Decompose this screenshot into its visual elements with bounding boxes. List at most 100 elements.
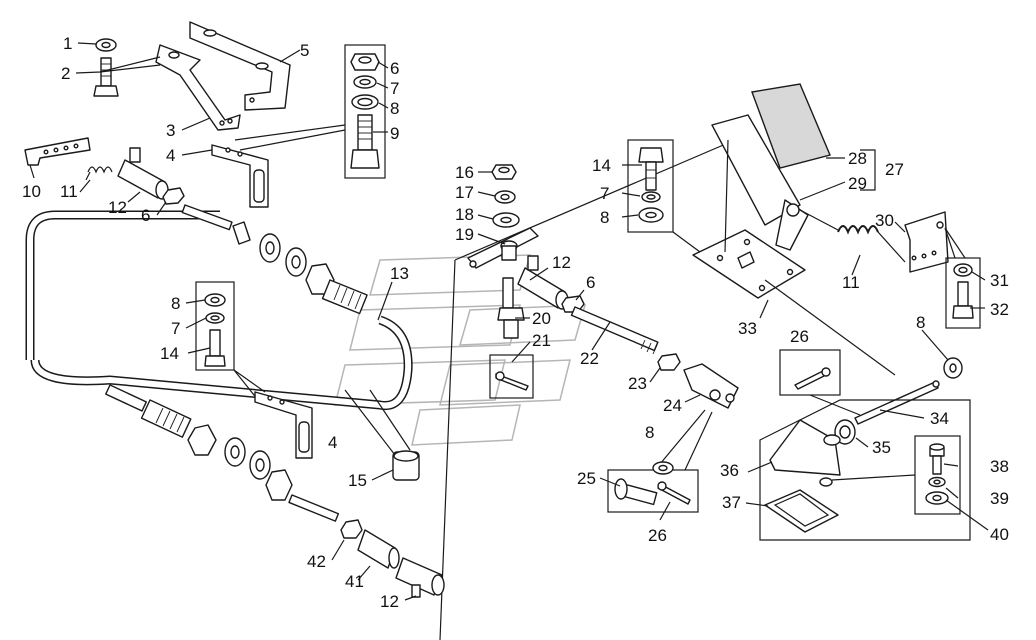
callout-13: 13 — [390, 264, 409, 283]
callout-4-bottom: 4 — [328, 433, 337, 452]
callout-26-lower: 26 — [648, 526, 667, 545]
leader-33-to-rod — [764, 279, 896, 376]
bolt-14-right — [638, 147, 664, 191]
washer-31 — [953, 263, 973, 277]
callout-12-top: 12 — [108, 198, 127, 217]
bushing-35 — [834, 419, 856, 445]
cable-rod-upper — [181, 204, 368, 315]
bolt-2 — [93, 57, 119, 97]
rod-22 — [570, 306, 659, 355]
callout-6-left: 6 — [141, 206, 150, 225]
clamp-12-bottom — [395, 557, 445, 598]
washer-1 — [95, 38, 117, 52]
link-rod-right — [799, 209, 839, 231]
leader-15 — [344, 389, 411, 456]
bolt-14-left — [204, 329, 226, 367]
split-pin-21 — [495, 371, 529, 391]
callout-8-rod: 8 — [916, 313, 925, 332]
bracket-3 — [155, 44, 241, 131]
callout-25: 25 — [577, 469, 596, 488]
nut-6-left — [162, 187, 185, 205]
callout-33: 33 — [738, 319, 757, 338]
callout-7-right: 7 — [600, 184, 609, 203]
leader-box-left-to-bracket-4 — [233, 369, 266, 401]
leader-box-to-bracket-4 — [234, 124, 346, 151]
callout-5: 5 — [300, 41, 309, 60]
housing-panel-box — [759, 399, 971, 541]
callout-17: 17 — [455, 183, 474, 202]
yoke-24 — [683, 363, 739, 409]
callout-26-upper: 26 — [790, 327, 809, 346]
callout-20: 20 — [532, 309, 551, 328]
cable-13-inner — [27, 212, 412, 409]
callout-21: 21 — [532, 331, 551, 350]
washer-7-right — [641, 191, 661, 203]
callout-12-middle: 12 — [552, 253, 571, 272]
cable-rod-lower — [105, 384, 340, 522]
rod-34 — [854, 380, 940, 425]
leader-26-upper — [809, 394, 861, 416]
clamp-12-top — [117, 147, 169, 200]
coupling-41 — [357, 529, 400, 569]
washer-7 — [353, 75, 377, 89]
callout-8-right: 8 — [600, 208, 609, 227]
bracket-4-bottom — [254, 391, 313, 459]
washer-8-rod — [943, 357, 963, 379]
cover-36 — [769, 419, 841, 476]
bracket-27-28-29 — [860, 149, 876, 191]
leader-housing-box — [831, 474, 916, 481]
washer-7-left — [205, 312, 225, 324]
callout-2: 2 — [61, 64, 70, 83]
callout-42: 42 — [307, 552, 326, 571]
callout-27: 27 — [885, 160, 904, 179]
callout-38: 38 — [990, 457, 1009, 476]
leader-30-box — [944, 227, 966, 259]
callout-6-middle: 6 — [586, 273, 595, 292]
callout-31: 31 — [990, 271, 1009, 290]
split-pin-box-21 — [489, 354, 534, 399]
bolt-32 — [952, 281, 974, 319]
callout-11-right: 11 — [842, 273, 860, 292]
callout-7-left: 7 — [171, 319, 180, 338]
callout-15: 15 — [348, 471, 367, 490]
callout-4-top: 4 — [166, 146, 175, 165]
callout-6-box: 6 — [390, 59, 399, 78]
callout-16: 16 — [455, 163, 474, 182]
callout-19: 19 — [455, 225, 474, 244]
pedal-arm-29 — [711, 114, 809, 251]
nut-42 — [340, 519, 363, 539]
callout-3: 3 — [166, 121, 175, 140]
watermark-logo — [334, 254, 587, 446]
callout-14-right: 14 — [592, 156, 611, 175]
callout-24: 24 — [663, 396, 682, 415]
lever-19 — [467, 227, 539, 269]
callout-9: 9 — [390, 124, 399, 143]
pin-20 — [497, 277, 525, 339]
nut-23 — [657, 353, 681, 371]
grommet-15 — [392, 450, 420, 481]
washer-40 — [925, 491, 949, 505]
spring-11-left — [85, 166, 113, 181]
callout-35: 35 — [872, 438, 891, 457]
callout-41: 41 — [345, 572, 364, 591]
bracket-4-top — [211, 144, 269, 208]
callout-12-bottom: 12 — [380, 592, 399, 611]
split-pin-box-26-upper — [779, 349, 841, 396]
leader-lines — [29, 42, 989, 601]
callout-37: 37 — [722, 493, 741, 512]
spring-11-right — [837, 225, 906, 263]
leader-24-to-box — [654, 409, 713, 471]
washer-8 — [351, 94, 379, 110]
pedal-pad-28 — [751, 83, 831, 169]
callout-11-left: 11 — [60, 182, 78, 201]
hardware-box-6-9 — [344, 44, 386, 179]
pin-25 — [614, 478, 658, 506]
screw-38 — [929, 443, 945, 475]
washer-8-right — [638, 207, 664, 223]
split-pin-26-lower — [657, 481, 691, 505]
callout-8-box: 8 — [390, 99, 399, 118]
callout-23: 23 — [628, 374, 647, 393]
panel-divider-line — [439, 139, 736, 640]
callout-28: 28 — [848, 149, 867, 168]
